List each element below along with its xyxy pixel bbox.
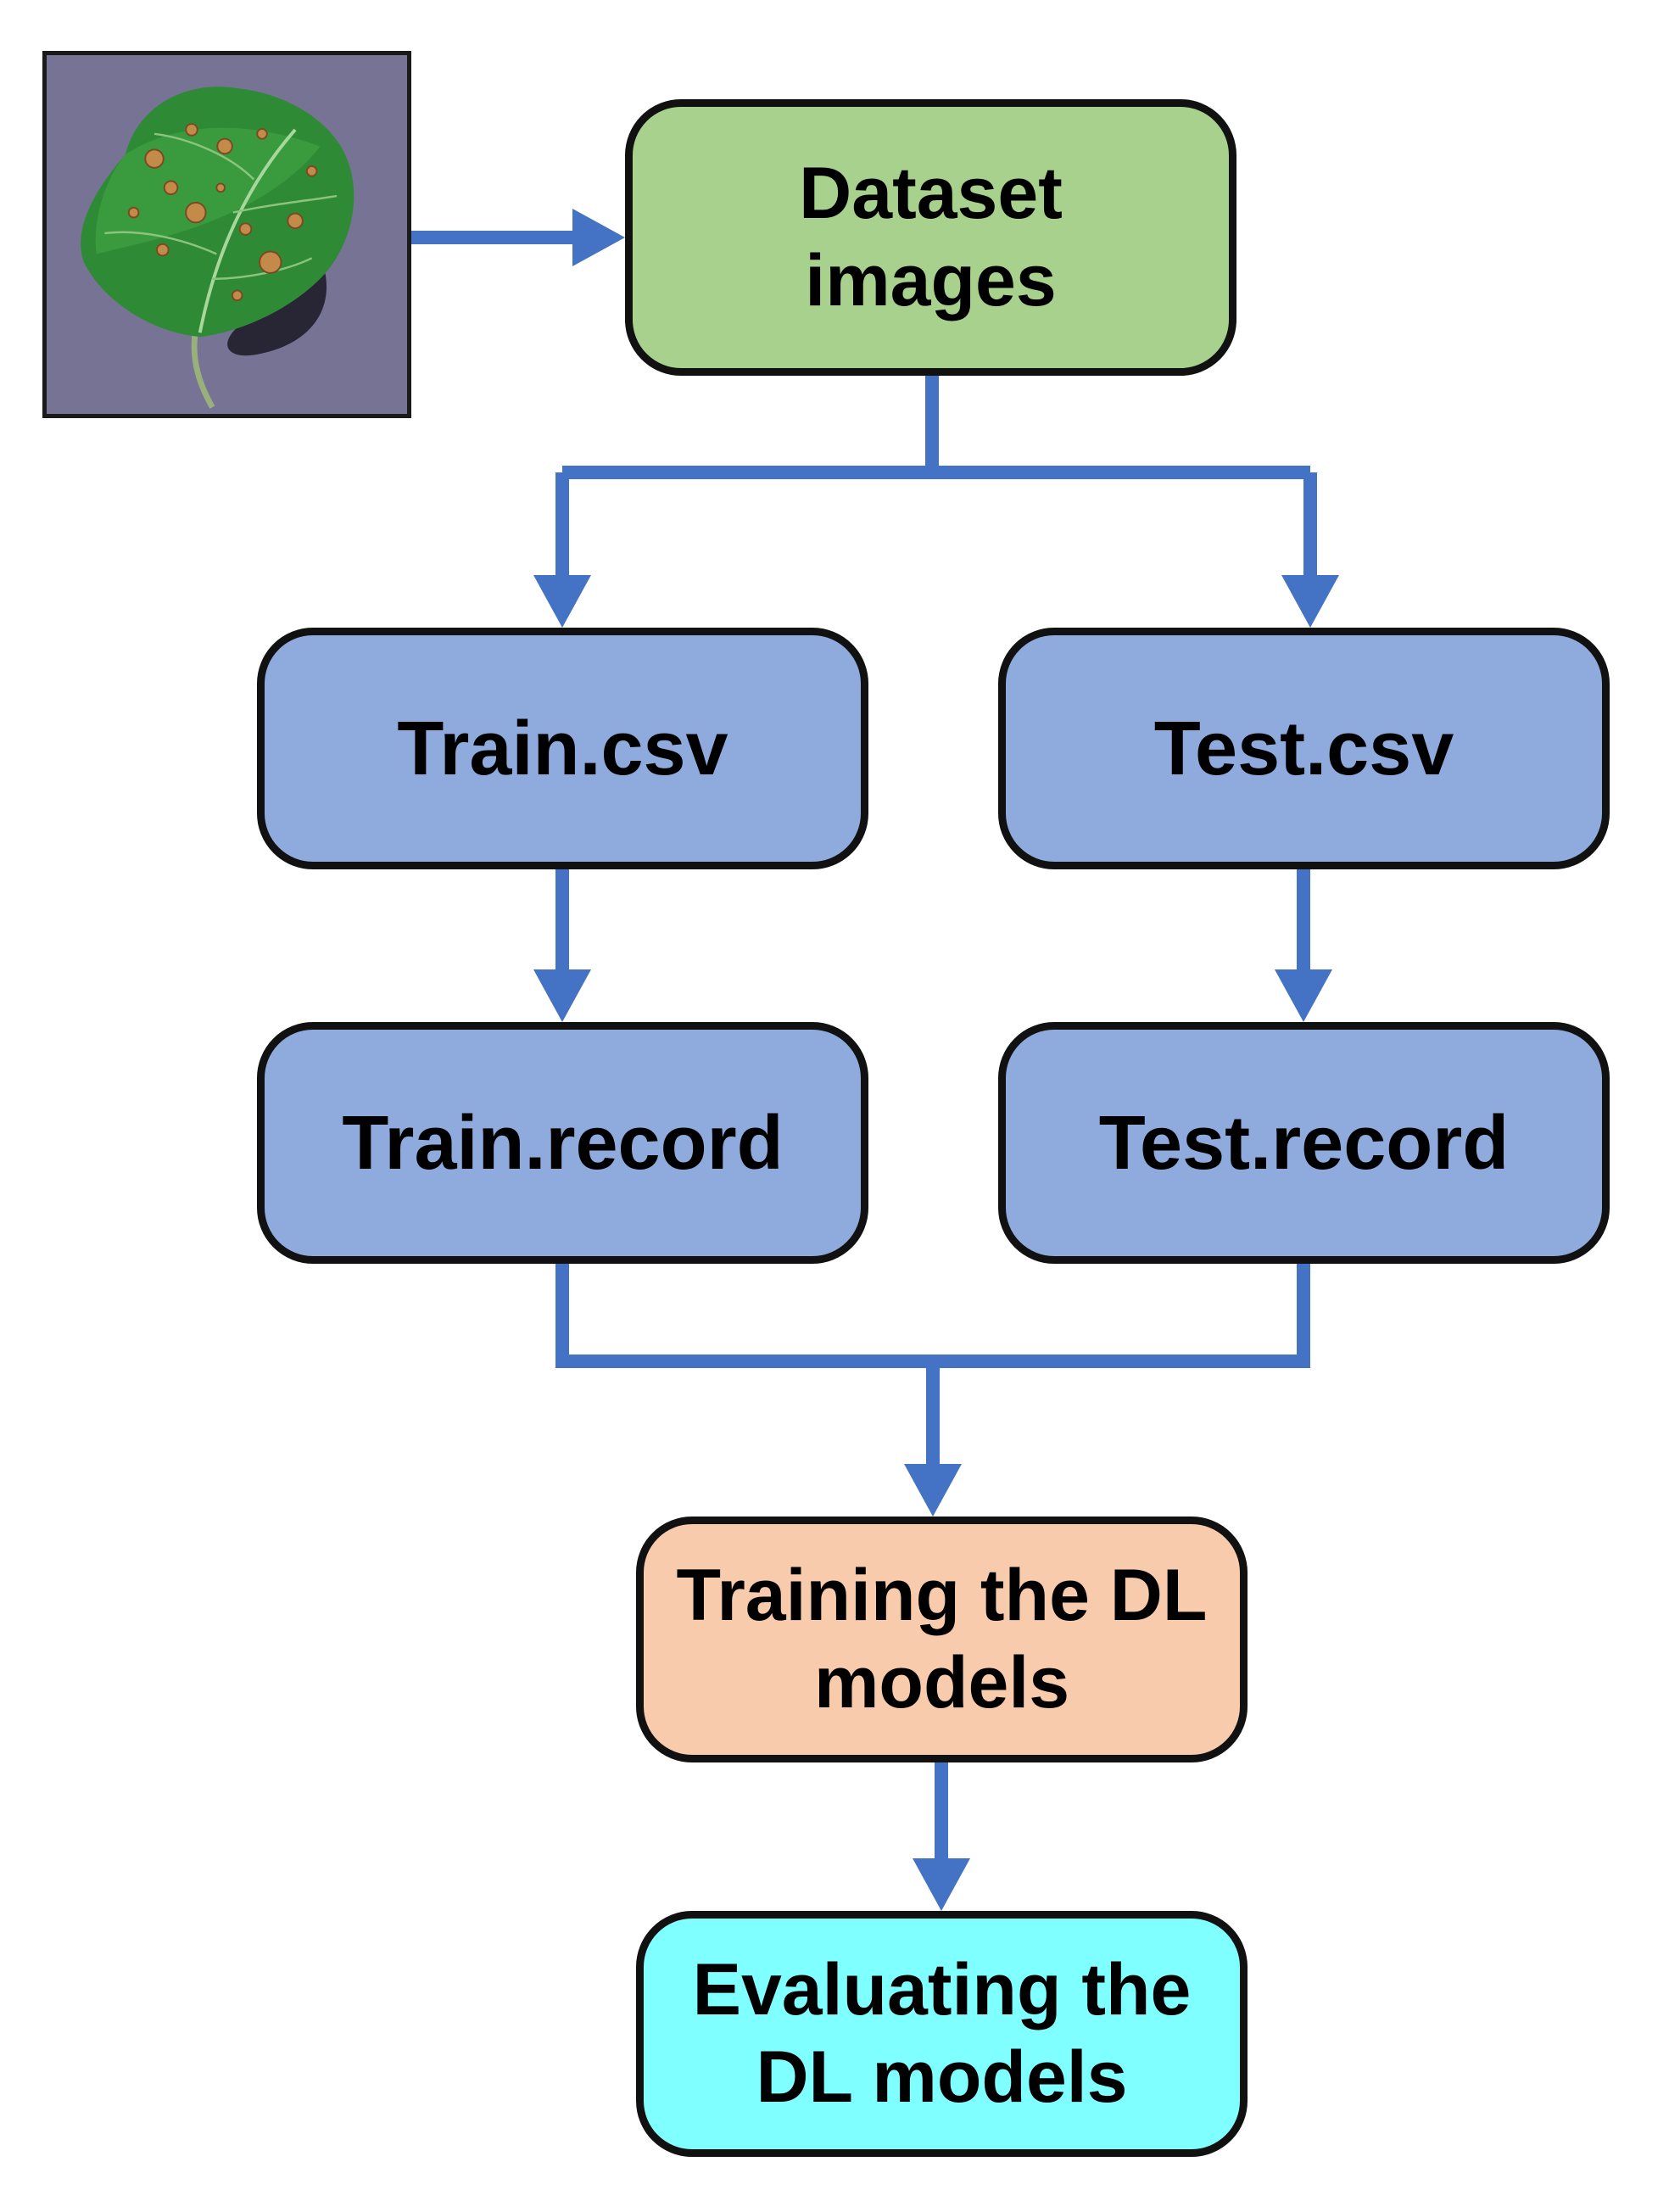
arrowhead-train-csv (533, 575, 591, 628)
node-label-test-record: Test.record (1098, 1100, 1510, 1186)
leaf-image (42, 51, 411, 418)
node-label-train-csv: Train.csv (397, 706, 728, 791)
node-label-dataset-images: Dataset images (799, 152, 1063, 321)
node-dataset-images: Dataset images (625, 99, 1236, 376)
edge-records-to-training (555, 1264, 1310, 1470)
node-train-record: Train.record (257, 1022, 868, 1264)
node-label-test-csv: Test.csv (1153, 706, 1454, 791)
arrowhead-evaluating (913, 1858, 970, 1911)
diseased-leaf-icon (47, 55, 407, 414)
node-test-record: Test.record (998, 1022, 1610, 1264)
arrowhead-test-csv (1281, 575, 1339, 628)
node-label-evaluating-models: Evaluating the DL models (692, 1948, 1192, 2118)
node-label-training-models: Training the DL models (676, 1554, 1208, 1723)
arrowhead-test-record (1275, 969, 1332, 1022)
arrowhead-training (904, 1464, 962, 1517)
node-training-models: Training the DL models (636, 1517, 1248, 1762)
arrowhead-train-record (533, 969, 591, 1022)
node-test-csv: Test.csv (998, 628, 1610, 869)
edge-dataset-to-split (555, 376, 1317, 581)
node-label-train-record: Train.record (342, 1100, 784, 1186)
node-evaluating-models: Evaluating the DL models (636, 1911, 1248, 2157)
node-train-csv: Train.csv (257, 628, 868, 869)
arrowhead-dataset (572, 209, 625, 266)
